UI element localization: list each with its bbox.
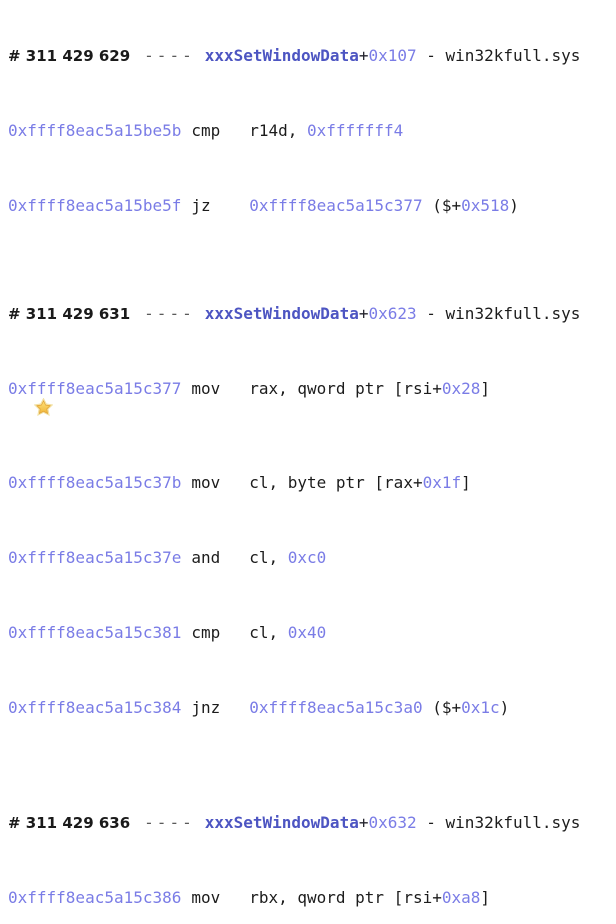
operand-text: ]: [461, 473, 471, 492]
operand-text: cl,: [249, 548, 288, 567]
operand-text: cl,: [249, 623, 288, 642]
operand-text: r14d,: [249, 121, 307, 140]
instruction-address[interactable]: 0xffff8eac5a15c386: [8, 888, 182, 907]
header-dashes: ----: [144, 304, 195, 323]
operand-number: 0x1f: [422, 473, 462, 492]
trace-block-header: # 311 429 629----xxxSetWindowData+0x107 …: [8, 46, 616, 66]
trace-sequence-number: # 311 429 631: [8, 305, 131, 323]
trace-block-header: # 311 429 631----xxxSetWindowData+0x623 …: [8, 304, 616, 324]
operand-text: ($+: [422, 698, 462, 717]
instruction-mnemonic: jnz: [191, 698, 221, 717]
operand-number: 0x1c: [461, 698, 500, 717]
instruction-address[interactable]: 0xffff8eac5a15be5f: [8, 196, 182, 215]
instruction-operands: rax, qword ptr [rsi+0x28]: [249, 379, 490, 398]
module-name: - win32kfull.sys: [416, 813, 581, 832]
instruction-line[interactable]: 0xffff8eac5a15c377 mov rax, qword ptr [rsi…: [8, 380, 616, 417]
symbol-offset: 0x623: [368, 304, 417, 323]
instruction-line[interactable]: 0xffff8eac5a15be5f jz 0xffff8eac5a15c377 (…: [8, 197, 616, 215]
instruction-line[interactable]: 0xffff8eac5a15c386 mov rbx, qword ptr [rsi…: [8, 889, 616, 907]
instruction-operands: 0xffff8eac5a15c377 ($+0x518): [249, 196, 519, 215]
instruction-mnemonic: cmp: [191, 623, 221, 642]
operand-text: ($+: [422, 196, 462, 215]
function-symbol[interactable]: xxxSetWindowData: [204, 304, 359, 323]
operand-text: ): [499, 698, 510, 717]
instruction-address[interactable]: 0xffff8eac5a15c37b: [8, 473, 182, 492]
trace-block: # 311 429 631----xxxSetWindowData+0x623 …: [8, 267, 616, 736]
instruction-mnemonic: mov: [191, 888, 221, 907]
operand-number: 0xffff8eac5a15c377: [249, 196, 423, 215]
instruction-address[interactable]: 0xffff8eac5a15be5b: [8, 121, 182, 140]
symbol-offset-plus: +: [358, 304, 369, 323]
operand-text: ): [509, 196, 519, 215]
instruction-line[interactable]: 0xffff8eac5a15c381 cmp cl, 0x40: [8, 624, 616, 642]
operand-text: ]: [480, 379, 491, 398]
module-name: - win32kfull.sys: [416, 304, 581, 323]
symbol-offset-plus: +: [358, 813, 369, 832]
module-name: - win32kfull.sys: [416, 46, 581, 65]
operand-number: 0x518: [461, 196, 510, 215]
instruction-operands: cl, 0x40: [249, 623, 326, 642]
function-symbol[interactable]: xxxSetWindowData: [204, 46, 359, 65]
instruction-address[interactable]: 0xffff8eac5a15c381: [8, 623, 182, 642]
header-dashes: ----: [144, 46, 195, 65]
instruction-address[interactable]: 0xffff8eac5a15c377: [8, 379, 182, 398]
trace-sequence-number: # 311 429 629: [8, 47, 131, 65]
trace-block: # 311 429 629----xxxSetWindowData+0x107 …: [8, 9, 616, 234]
operand-number: 0xa8: [441, 888, 481, 907]
operand-number: 0x28: [441, 379, 481, 398]
trace-block: # 311 429 636----xxxSetWindowData+0x632 …: [8, 776, 616, 924]
operand-text: ]: [480, 888, 491, 907]
instruction-operands: rbx, qword ptr [rsi+0xa8]: [249, 888, 490, 907]
operand-number: 0xc0: [287, 548, 327, 567]
instruction-address[interactable]: 0xffff8eac5a15c37e: [8, 548, 182, 567]
instruction-mnemonic: and: [191, 548, 221, 567]
bookmark-star-icon[interactable]: [33, 397, 54, 417]
instruction-operands: cl, 0xc0: [249, 548, 326, 567]
operand-text: cl, byte ptr [rax+: [249, 473, 423, 492]
instruction-address[interactable]: 0xffff8eac5a15c384: [8, 698, 182, 717]
symbol-offset: 0x107: [368, 46, 417, 65]
operand-number: 0x40: [287, 623, 327, 642]
operand-number: 0xfffffff4: [306, 121, 404, 140]
header-dashes: ----: [144, 813, 195, 832]
instruction-operands: 0xffff8eac5a15c3a0 ($+0x1c): [249, 698, 509, 717]
symbol-offset-plus: +: [358, 46, 369, 65]
operand-text: rax, qword ptr [rsi+: [249, 379, 442, 398]
instruction-mnemonic: mov: [191, 473, 221, 492]
instruction-mnemonic: jz: [191, 196, 211, 215]
instruction-operands: cl, byte ptr [rax+0x1f]: [249, 473, 471, 492]
instruction-line[interactable]: 0xffff8eac5a15c37b mov cl, byte ptr [rax+0…: [8, 474, 616, 492]
disassembly-panel: # 311 429 629----xxxSetWindowData+0x107 …: [8, 9, 616, 924]
instruction-line[interactable]: 0xffff8eac5a15be5b cmp r14d, 0xfffffff4: [8, 122, 616, 140]
symbol-offset: 0x632: [368, 813, 417, 832]
instruction-mnemonic: cmp: [191, 121, 221, 140]
trace-block-header: # 311 429 636----xxxSetWindowData+0x632 …: [8, 813, 616, 833]
operand-number: 0xffff8eac5a15c3a0: [249, 698, 423, 717]
instruction-mnemonic: mov: [191, 379, 221, 398]
trace-sequence-number: # 311 429 636: [8, 814, 131, 832]
instruction-line[interactable]: 0xffff8eac5a15c384 jnz 0xffff8eac5a15c3a0 …: [8, 699, 616, 717]
function-symbol[interactable]: xxxSetWindowData: [204, 813, 359, 832]
instruction-operands: r14d, 0xfffffff4: [249, 121, 403, 140]
operand-text: rbx, qword ptr [rsi+: [249, 888, 442, 907]
instruction-line[interactable]: 0xffff8eac5a15c37e and cl, 0xc0: [8, 549, 616, 567]
